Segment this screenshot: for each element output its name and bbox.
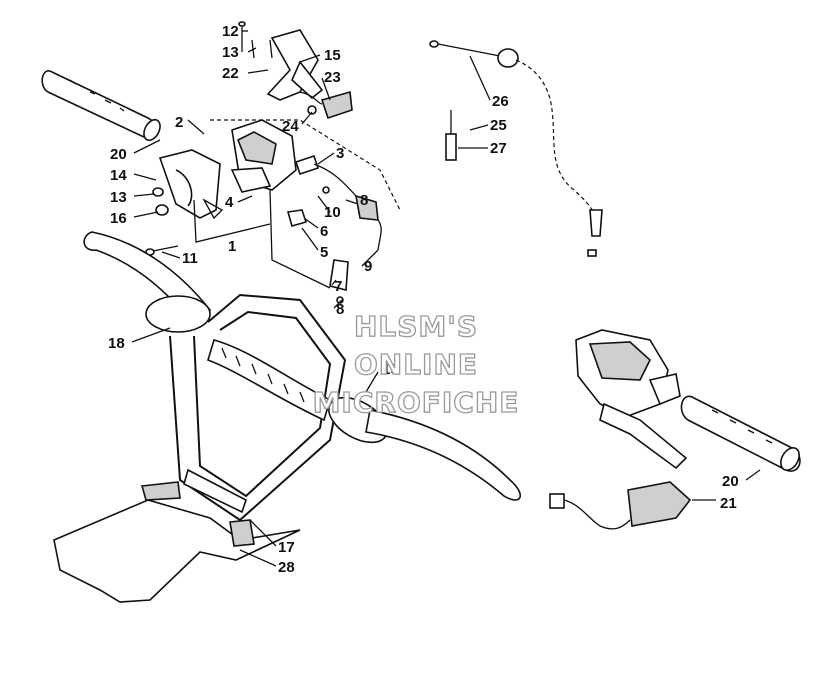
switch-housing-main xyxy=(158,119,401,289)
callout-28: 28 xyxy=(278,559,295,576)
callout-11: 11 xyxy=(182,250,198,267)
callout-15: 15 xyxy=(324,47,341,64)
throttle-cable-assembly xyxy=(429,40,603,257)
callout-1: 1 xyxy=(228,238,236,255)
callout-20-right: 20 xyxy=(722,473,739,490)
right-control-housing xyxy=(575,329,688,470)
callout-25: 25 xyxy=(490,117,507,134)
callout-20-left: 20 xyxy=(110,146,127,163)
callout-24: 24 xyxy=(282,118,299,135)
right-grip xyxy=(680,395,801,472)
leader-lines xyxy=(131,30,761,567)
callout-26: 26 xyxy=(492,93,509,110)
mounting-hardware-left xyxy=(145,187,179,256)
handlebar-pad xyxy=(53,481,301,603)
callout-21: 21 xyxy=(720,495,737,512)
left-grip xyxy=(41,70,161,142)
callout-14: 14 xyxy=(110,167,127,184)
callout-2: 2 xyxy=(175,114,183,131)
watermark: HLSM'S ONLINE MICROFICHE xyxy=(312,309,520,419)
grip-heater-element xyxy=(549,481,692,530)
callout-8: 8 xyxy=(360,192,368,209)
callout-13-lower: 13 xyxy=(110,189,127,206)
callout-17: 17 xyxy=(278,539,295,556)
callout-10: 10 xyxy=(324,204,341,221)
callout-27: 27 xyxy=(490,140,507,157)
watermark-line-3: MICROFICHE xyxy=(313,386,520,419)
callout-7: 7 xyxy=(334,278,342,295)
handlebar xyxy=(83,231,522,522)
callout-3: 3 xyxy=(336,145,344,162)
switch-housing-upper xyxy=(238,21,353,120)
callout-16: 16 xyxy=(110,210,127,227)
callout-9: 9 xyxy=(364,258,372,275)
callout-22: 22 xyxy=(222,65,239,82)
callout-6: 6 xyxy=(320,223,328,240)
callout-23: 23 xyxy=(324,69,341,86)
callout-19: 19 xyxy=(382,361,399,378)
callout-18: 18 xyxy=(108,335,125,352)
callout-labels: 12 13 22 15 23 24 26 25 27 2 20 14 13 16… xyxy=(108,23,739,576)
watermark-line-1: HLSM'S xyxy=(354,310,478,343)
callout-12: 12 xyxy=(222,23,239,40)
callout-5: 5 xyxy=(320,244,328,261)
callout-4: 4 xyxy=(225,194,234,211)
watermark-line-2: ONLINE xyxy=(354,348,478,381)
callout-13: 13 xyxy=(222,44,239,61)
callout-8-lower: 8 xyxy=(336,301,344,318)
